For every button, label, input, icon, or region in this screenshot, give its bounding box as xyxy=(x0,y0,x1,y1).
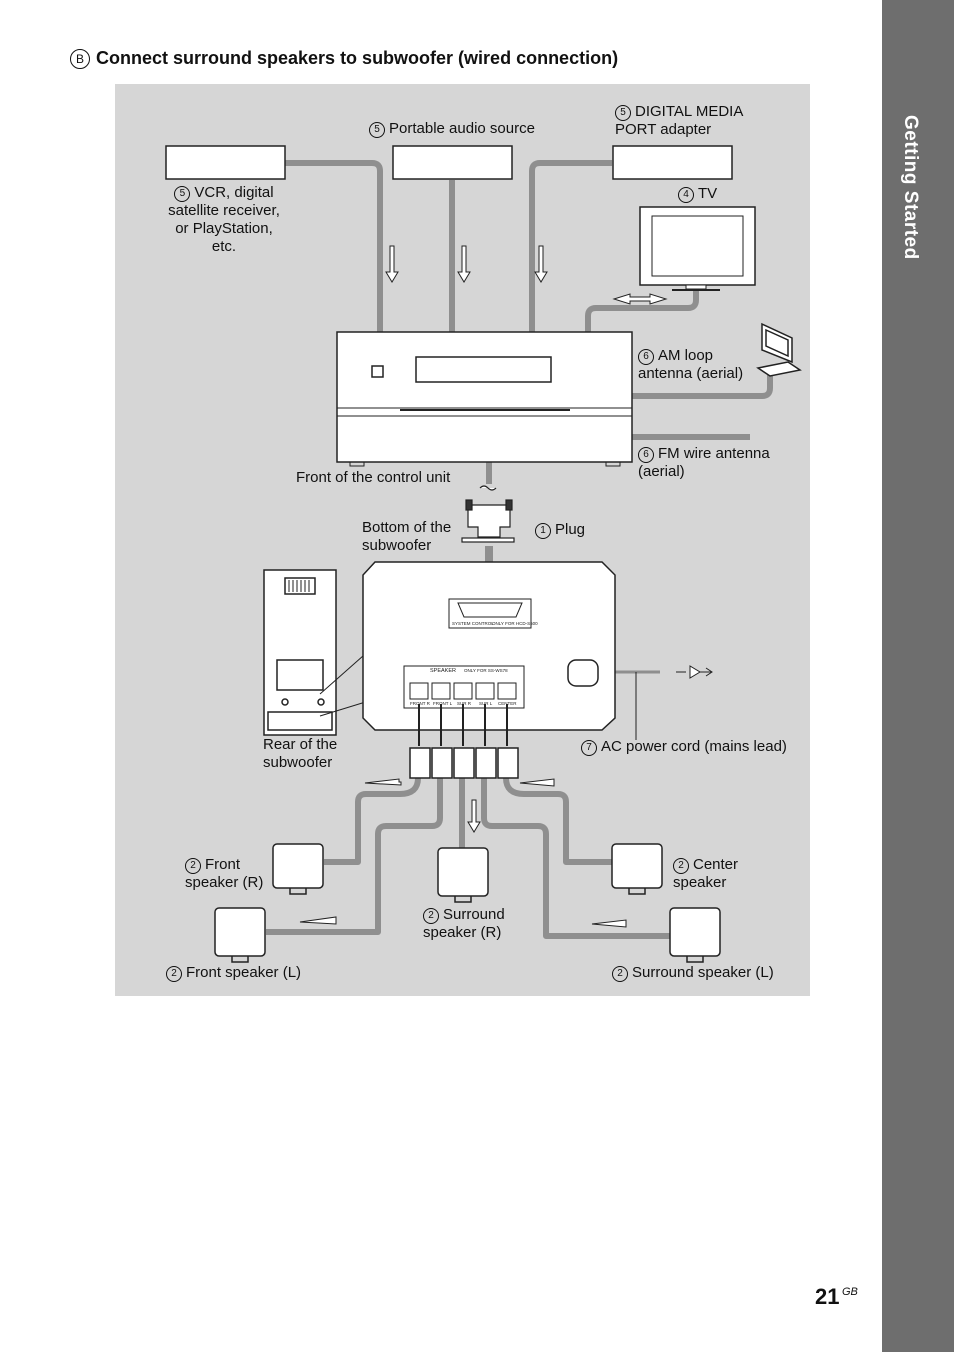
arrow-left-front-r xyxy=(364,778,402,786)
vcr-box xyxy=(165,145,286,180)
plug-icon xyxy=(461,485,515,543)
plug-arrow-shaft xyxy=(485,546,493,576)
page-suffix: GB xyxy=(842,1286,858,1298)
arrow-tv xyxy=(612,293,668,305)
arrow-down-surround-r xyxy=(467,799,481,833)
jack-sur-l: SUR L xyxy=(479,701,493,706)
system-control-note: ONLY FOR HCD-S500 xyxy=(492,621,538,626)
front-l-speaker xyxy=(214,907,266,957)
arrow-right-surround-l xyxy=(591,919,627,928)
side-tab xyxy=(882,0,954,1352)
center-speaker xyxy=(611,843,663,889)
speaker-plugs xyxy=(409,747,519,779)
cable-surround-l xyxy=(481,778,670,939)
arrow-left-front-l xyxy=(299,916,337,925)
ac-inlet xyxy=(567,659,599,687)
section-marker: B xyxy=(70,49,90,69)
tv-icon xyxy=(639,206,756,291)
label-front-control: Front of the control unit xyxy=(296,469,451,486)
arrow-down-1 xyxy=(385,245,399,283)
speaker-text: SPEAKER xyxy=(430,668,456,674)
surround-l-speaker xyxy=(669,907,721,957)
speaker-note: ONLY FOR SS-WS78 xyxy=(464,668,508,673)
surround-r-speaker xyxy=(437,847,489,897)
am-antenna-icon xyxy=(756,322,802,377)
cable-front-l xyxy=(266,778,443,935)
dmport-box xyxy=(612,145,733,180)
arrow-right-center xyxy=(519,778,555,787)
cable-dmport xyxy=(529,160,612,333)
portable-box xyxy=(392,145,513,180)
arrow-down-2 xyxy=(457,245,471,283)
front-r-speaker xyxy=(272,843,324,889)
speaker-icons xyxy=(214,843,721,963)
cable-vcr xyxy=(285,160,383,333)
arrow-down-3 xyxy=(534,245,548,283)
subwoofer-rear-icon xyxy=(263,569,373,736)
system-control-text: SYSTEM CONTROL xyxy=(452,621,494,626)
jack-front-l: FRONT L xyxy=(433,701,453,706)
cable-front-r xyxy=(324,777,421,865)
page-number: 21 xyxy=(815,1284,840,1309)
cable-am xyxy=(632,372,773,399)
section-heading: B Connect surround speakers to subwoofer … xyxy=(70,48,618,69)
section-title: Connect surround speakers to subwoofer (… xyxy=(96,48,619,68)
jack-sur-r: SUR R xyxy=(457,701,472,706)
speaker-plug-arrows xyxy=(418,704,508,746)
control-unit-icon xyxy=(336,331,633,467)
cable-tv xyxy=(585,290,699,333)
jack-center: CENTER xyxy=(498,701,517,706)
jack-front-r: FRONT R xyxy=(410,701,431,706)
subwoofer-bottom-panel xyxy=(362,561,713,740)
cable-center xyxy=(503,777,612,865)
